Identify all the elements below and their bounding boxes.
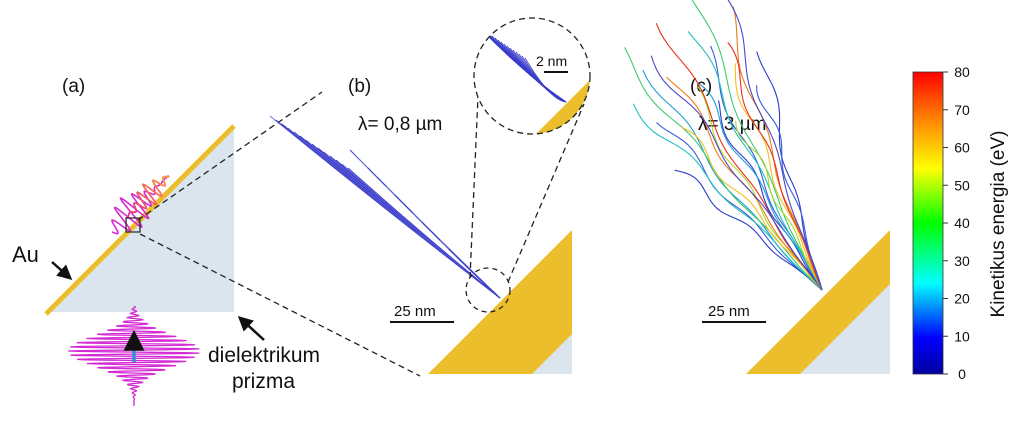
panel-c-label: (c) xyxy=(690,76,712,97)
trajectory-line xyxy=(448,248,501,299)
colorbar-tick-label: 30 xyxy=(954,253,970,269)
focus-circle xyxy=(465,267,511,313)
trajectory-curve xyxy=(687,31,823,291)
panel-a: (a) Au dielektrikum prizma xyxy=(12,76,320,406)
colorbar-tick-label: 70 xyxy=(954,102,970,118)
trajectory-curve xyxy=(681,126,823,291)
trajectory-curve xyxy=(656,122,823,291)
trajectory-curve xyxy=(718,100,823,291)
panel-b: (b) λ= 0,8 µm 2 nm 25 nm xyxy=(269,17,591,374)
prism-arrow-icon xyxy=(237,315,265,341)
colorbar-tick-label: 10 xyxy=(954,328,970,344)
inset-tangent-right xyxy=(507,103,585,283)
colorbar-tick-label: 80 xyxy=(954,64,970,80)
colorbar-tick-label: 40 xyxy=(954,215,970,231)
trajectory-curve xyxy=(735,120,823,291)
trajectory-curve xyxy=(650,55,823,291)
colorbar-tick-label: 50 xyxy=(954,177,970,193)
trajectory-curve xyxy=(727,41,823,291)
trajectory-curve xyxy=(624,47,823,291)
colorbar-title: Kinetikus energia (eV) xyxy=(988,131,1009,318)
trajectory-curve xyxy=(756,85,823,291)
prism-layer-b xyxy=(532,334,572,374)
focal-box xyxy=(125,217,141,233)
trajectory-curve xyxy=(674,169,823,291)
colorbar-gradient xyxy=(912,71,944,375)
inset-trajectories xyxy=(479,27,567,103)
au-arrow-icon xyxy=(51,261,73,280)
colorbar-ticks: 80 70 60 50 40 30 20 10 0 xyxy=(943,64,970,382)
panel-c: (c) λ= 3 µm 25 nm xyxy=(624,0,890,374)
panel-c-scale-label: 25 nm xyxy=(708,303,750,320)
inset-scale-label: 2 nm xyxy=(536,53,567,69)
inset-circle xyxy=(473,17,591,135)
gold-layer-b xyxy=(428,230,572,374)
panel-b-wavelength: λ= 0,8 µm xyxy=(358,114,442,135)
panel-a-label: (a) xyxy=(62,76,85,97)
incident-wave xyxy=(68,305,200,406)
panel-b-scale-label: 25 nm xyxy=(394,303,436,320)
trajectory-curve xyxy=(632,103,823,291)
colorbar-tick-label: 60 xyxy=(954,140,970,156)
colorbar-tick-label: 20 xyxy=(954,291,970,307)
surface-pulse-wave xyxy=(111,174,170,235)
trajectory-curve xyxy=(734,63,823,291)
prism-label-line1: dielektrikum xyxy=(208,344,320,367)
trajectory-curve xyxy=(691,0,823,291)
panel-b-label: (b) xyxy=(348,76,371,97)
electron-trajectories-c xyxy=(624,0,823,291)
colorbar: 80 70 60 50 40 30 20 10 0 Kinetikus energia (eV) xyxy=(912,64,1009,382)
zoom-line-bottom xyxy=(139,233,421,377)
trajectory-curve xyxy=(732,6,823,291)
prism-layer-c xyxy=(800,284,890,374)
trajectory-curve xyxy=(698,83,823,291)
surface-pulse xyxy=(111,174,170,235)
inset-trajectory xyxy=(524,57,567,103)
trajectory-line xyxy=(347,167,501,299)
prism-label-line2: prizma xyxy=(232,370,295,393)
zoom-line-top xyxy=(137,91,323,221)
inset-tangent-left xyxy=(469,95,479,279)
electron-trajectories-b xyxy=(269,115,501,299)
surface-field-wave xyxy=(125,175,170,219)
incident-wave-packet xyxy=(68,305,200,406)
colorbar-tick-label: 0 xyxy=(958,366,966,382)
au-label: Au xyxy=(12,242,39,267)
